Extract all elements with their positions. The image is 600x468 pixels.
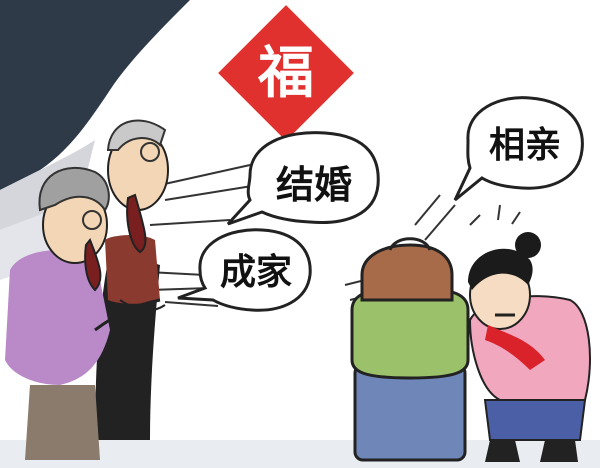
hair-bun bbox=[515, 232, 541, 258]
bubble-outline bbox=[453, 96, 584, 202]
luggage-stack bbox=[350, 237, 470, 462]
fu-character: 福 bbox=[257, 41, 314, 106]
man-hair bbox=[106, 119, 167, 151]
woman-pointing-hand bbox=[94, 298, 161, 332]
woman-trousers bbox=[25, 385, 100, 460]
woman-boots bbox=[485, 440, 578, 462]
woman-jeans bbox=[483, 399, 587, 441]
young-woman bbox=[468, 232, 591, 462]
speech-bubble-family: 成家 bbox=[177, 228, 312, 312]
woman-sweater bbox=[5, 250, 110, 385]
elderly-woman bbox=[5, 167, 161, 460]
woman-open-mouth bbox=[84, 238, 102, 292]
man-hand bbox=[119, 299, 166, 312]
dark-corner-shading bbox=[0, 0, 190, 190]
bubble-text-marriage: 结婚 bbox=[276, 163, 352, 207]
man-open-mouth bbox=[126, 193, 147, 254]
bubble-text-family: 成家 bbox=[220, 252, 292, 293]
bag-handle bbox=[388, 237, 432, 251]
bubble-outline bbox=[226, 131, 380, 226]
bubble-text-blind-date: 相亲 bbox=[489, 125, 561, 166]
woman-glasses bbox=[82, 210, 102, 230]
speech-bubble-blind-date: 相亲 bbox=[453, 96, 584, 202]
bubble-outline bbox=[177, 228, 312, 312]
man-glasses bbox=[140, 142, 160, 162]
elderly-man bbox=[95, 119, 169, 440]
woman-hair bbox=[38, 167, 110, 212]
brown-bag bbox=[360, 243, 454, 302]
red-scarf bbox=[485, 325, 545, 370]
young-woman-hair bbox=[468, 248, 533, 290]
speech-bubble-marriage: 结婚 bbox=[226, 131, 380, 226]
man-vest bbox=[105, 235, 160, 304]
